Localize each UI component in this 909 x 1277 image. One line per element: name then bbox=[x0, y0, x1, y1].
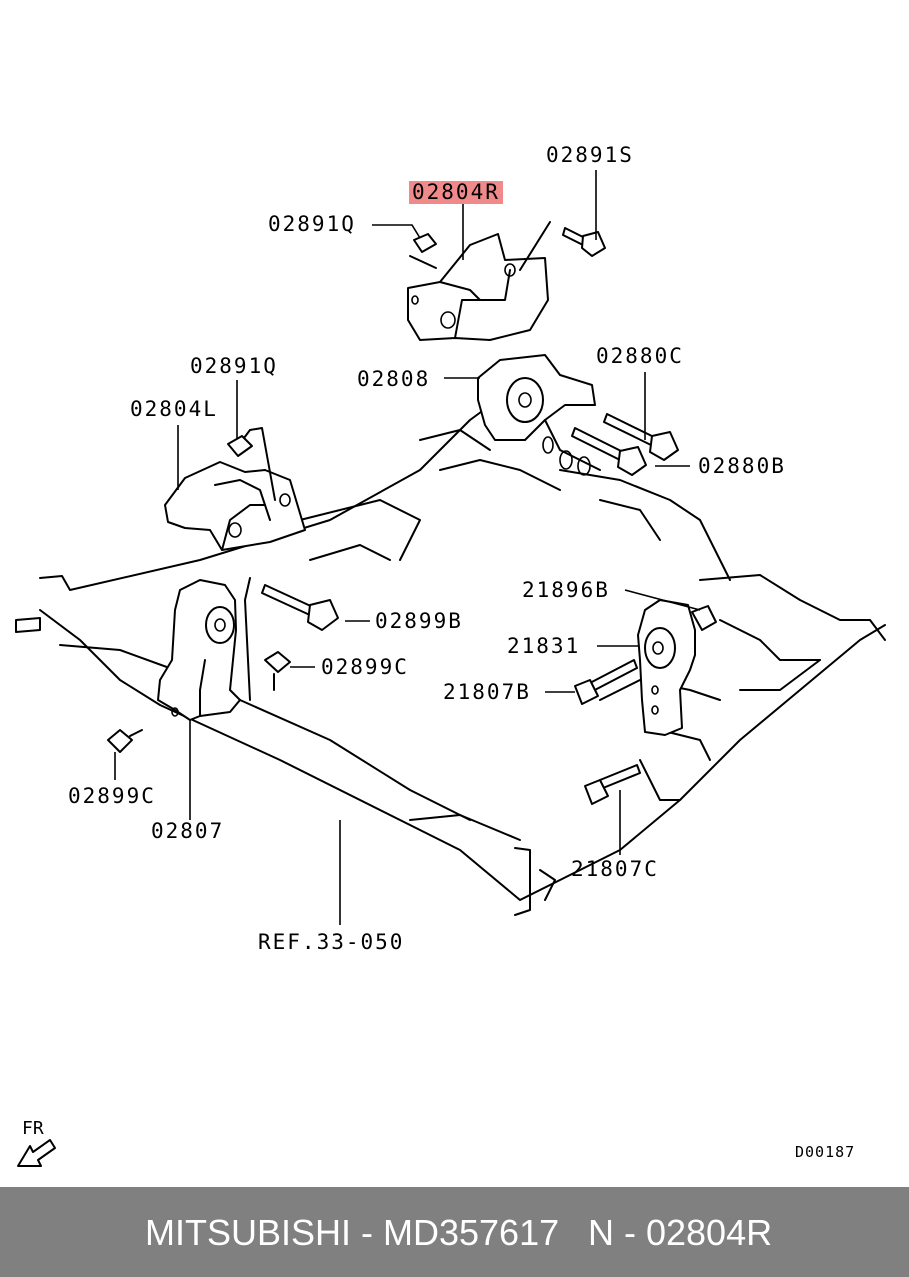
leader-lines bbox=[114, 170, 701, 925]
mount-02808 bbox=[477, 354, 601, 476]
callout-02804L: 02804L bbox=[130, 397, 218, 421]
bolt-02899C-left bbox=[107, 729, 143, 753]
bolt-21807C bbox=[584, 764, 641, 805]
callout-21896B: 21896B bbox=[522, 578, 610, 602]
callout-02808: 02808 bbox=[357, 367, 431, 391]
footer-ref-number: N - 02804R bbox=[588, 1212, 773, 1253]
callout-02899C-mid: 02899C bbox=[321, 655, 409, 679]
callout-02804R-highlighted: 02804R bbox=[409, 181, 503, 204]
bolt-21896B bbox=[691, 605, 717, 631]
bolt-02899B bbox=[261, 584, 339, 631]
callout-02899B: 02899B bbox=[375, 609, 463, 633]
bolt-02891Q-top bbox=[409, 233, 437, 269]
footer-brand-part: MITSUBISHI - MD357617 bbox=[145, 1212, 560, 1253]
callout-02891Q-top: 02891Q bbox=[268, 212, 356, 236]
parts-diagram: 02891S 02804R 02891Q 02808 02880C 02891Q… bbox=[15, 143, 886, 1167]
callout-02891S: 02891S bbox=[546, 143, 634, 167]
footer-bar: MITSUBISHI - MD357617 N - 02804R bbox=[0, 1187, 909, 1277]
callout-02880B: 02880B bbox=[698, 454, 786, 478]
bolt-21807B bbox=[574, 659, 638, 705]
bracket-02804R bbox=[407, 233, 549, 341]
callout-02899C-left: 02899C bbox=[68, 784, 156, 808]
callout-02891Q-left: 02891Q bbox=[190, 354, 278, 378]
bracket-02804L bbox=[164, 427, 306, 551]
subframe bbox=[15, 397, 886, 916]
direction-label: FR bbox=[22, 1118, 44, 1139]
bolts-02880 bbox=[571, 413, 679, 476]
callout-21831: 21831 bbox=[507, 634, 581, 658]
mount-21831 bbox=[637, 599, 696, 736]
callout-02807: 02807 bbox=[151, 819, 225, 843]
callout-02880C: 02880C bbox=[596, 344, 684, 368]
bolt-02891Q-left bbox=[227, 429, 253, 457]
callout-21807B: 21807B bbox=[443, 680, 531, 704]
diagram-code: D00187 bbox=[795, 1143, 856, 1161]
callout-21807C: 21807C bbox=[571, 857, 659, 881]
mount-02807 bbox=[157, 577, 251, 721]
bolt-02899C-mid bbox=[264, 651, 291, 691]
reference-label: REF.33-050 bbox=[258, 930, 405, 954]
bolt-02891S bbox=[519, 221, 606, 271]
diagram-drawing bbox=[15, 170, 886, 1167]
front-direction-arrow bbox=[17, 1139, 56, 1167]
